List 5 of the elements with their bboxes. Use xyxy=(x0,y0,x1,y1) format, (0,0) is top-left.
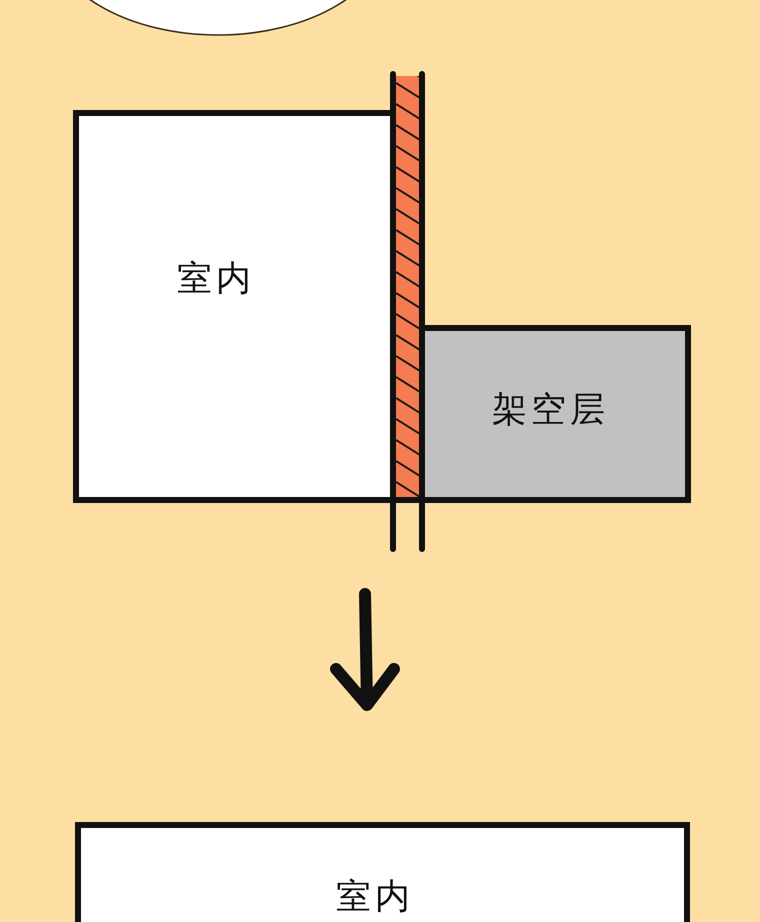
hatched-wall xyxy=(388,70,426,552)
room-label: 室内 xyxy=(336,880,414,915)
indoor-room-box xyxy=(75,822,690,922)
room-label: 室内 xyxy=(177,262,255,297)
area-label: 架空层 xyxy=(492,393,609,428)
